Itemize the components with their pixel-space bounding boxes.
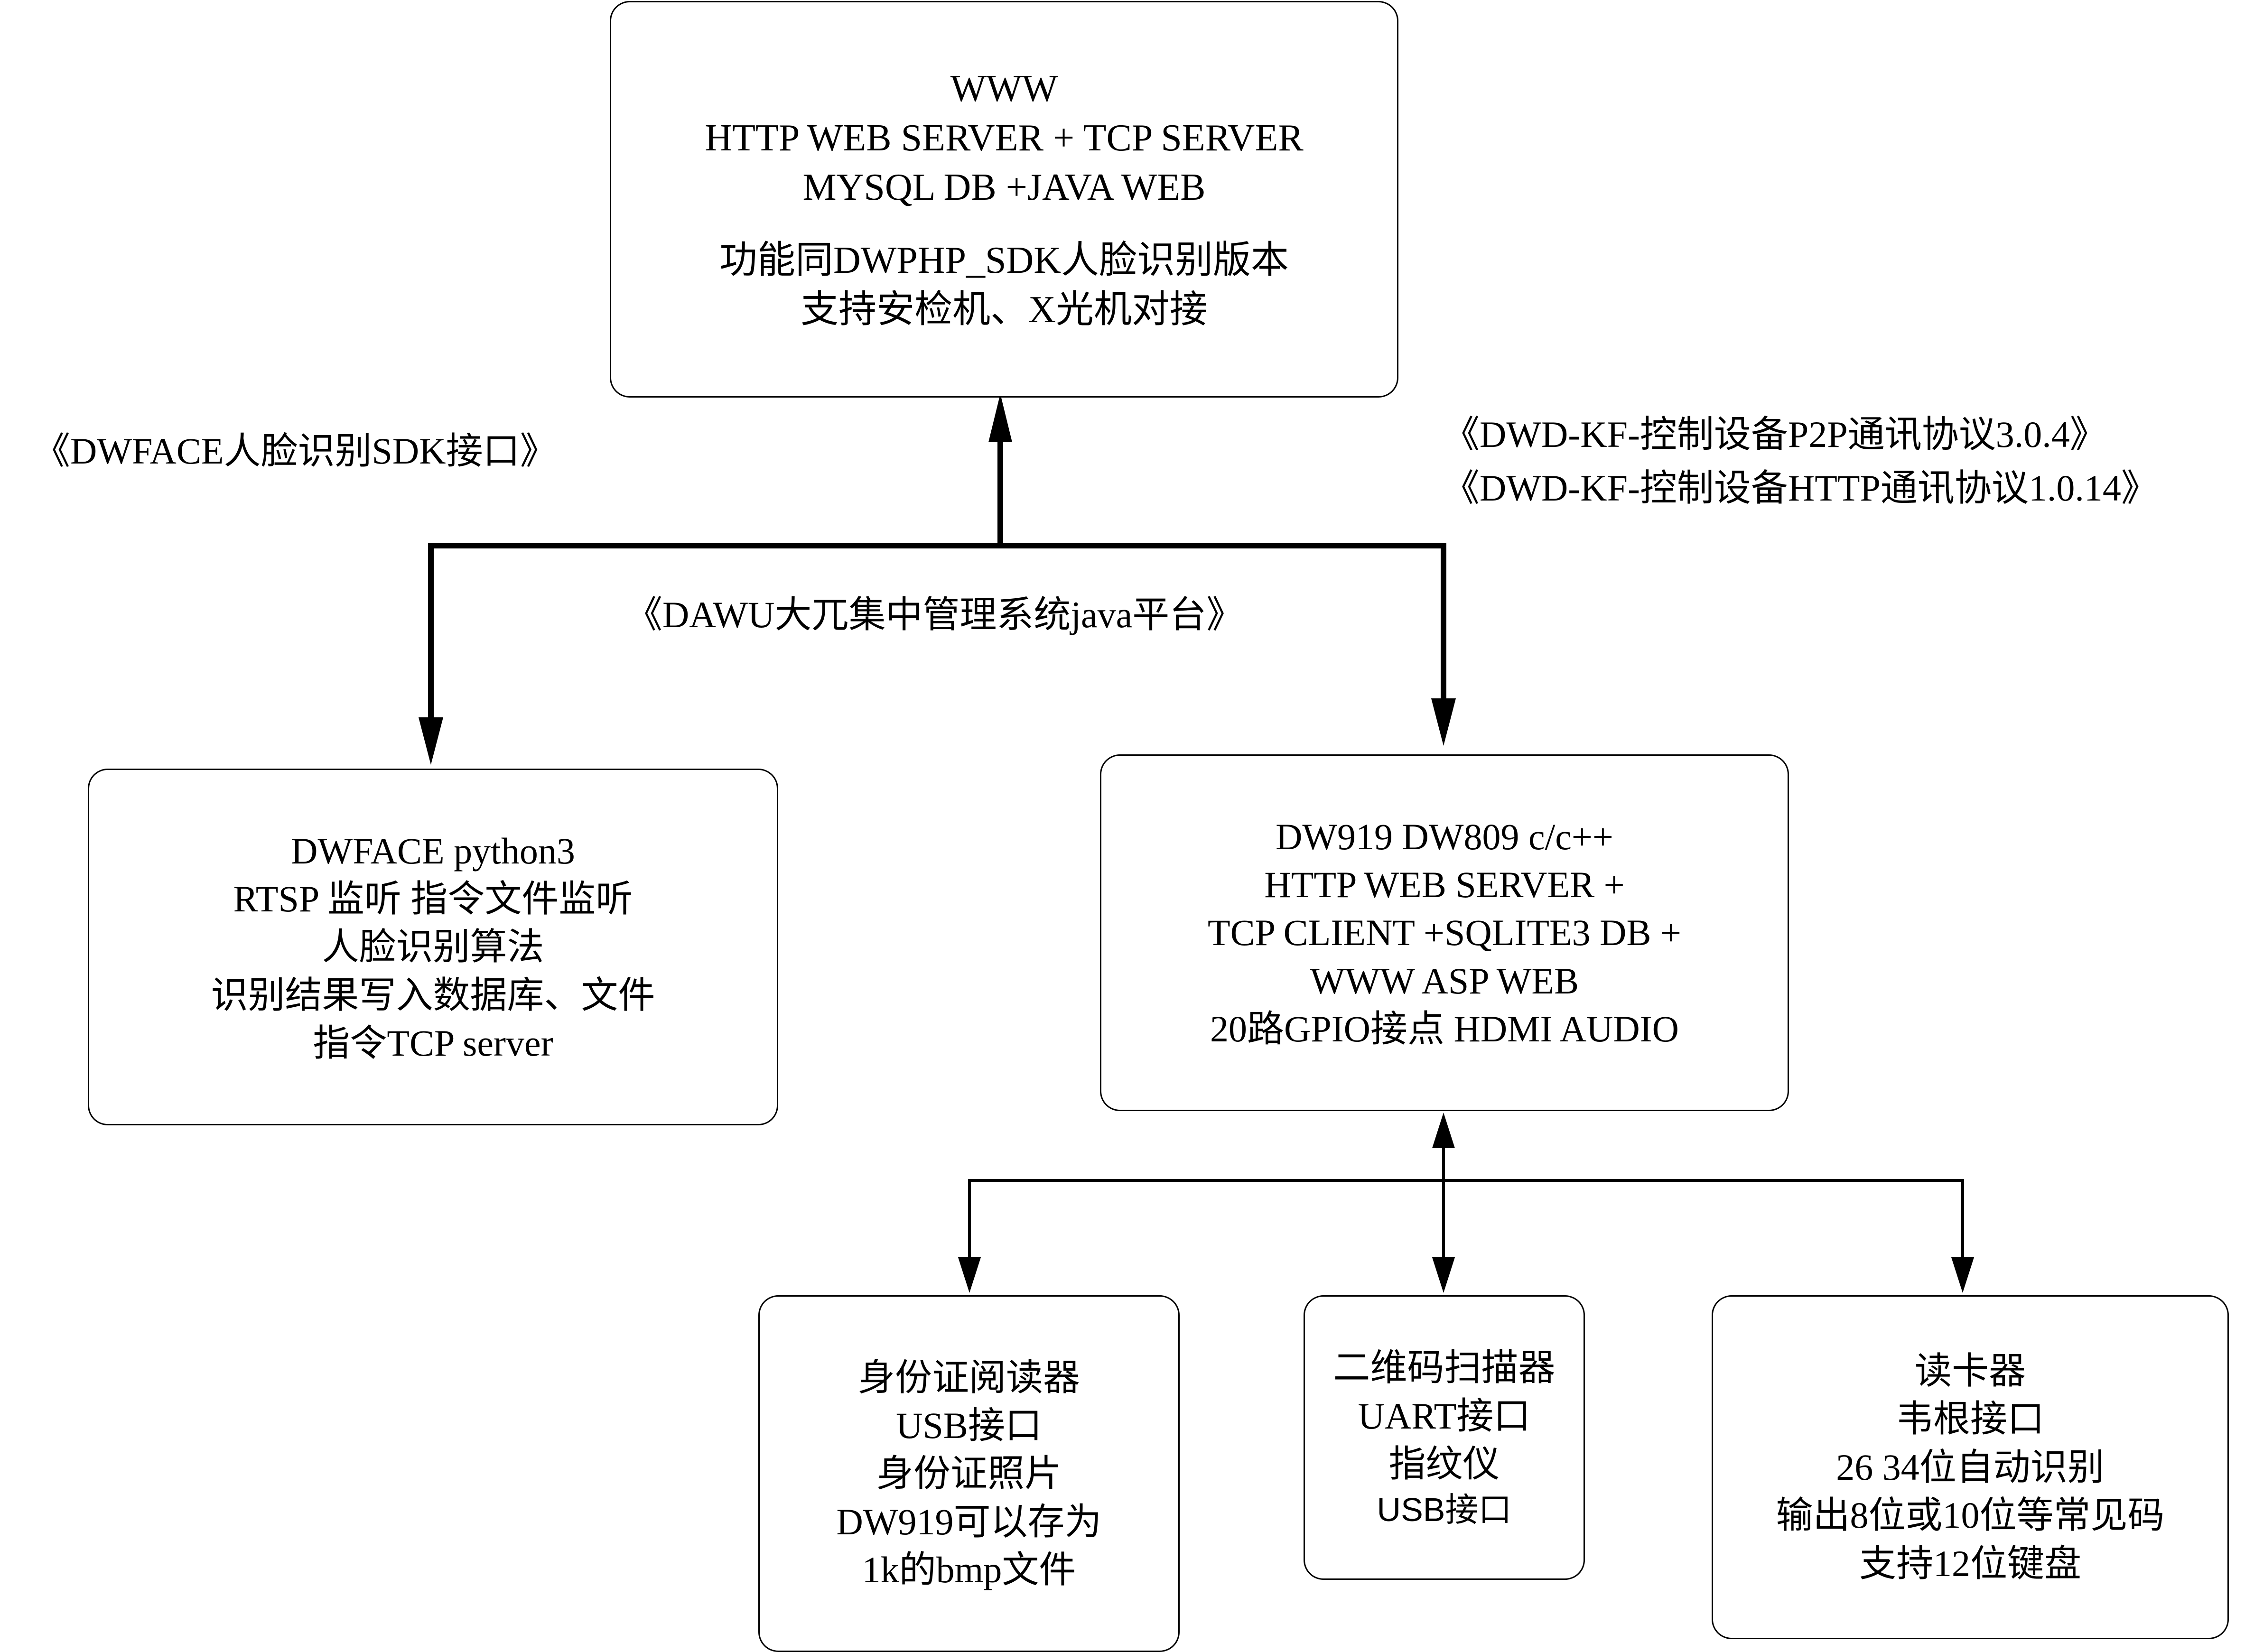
sdk-interface-label: 《DWFACE人脸识别SDK接口》 <box>33 430 557 472</box>
face-line-3: 人脸识别算法 <box>322 926 544 968</box>
card-line-5: 支持12位键盘 <box>1859 1542 2081 1584</box>
device-line-4: WWW ASP WEB <box>1310 960 1579 1002</box>
card-line-2: 韦根接口 <box>1896 1398 2044 1440</box>
qr-line-1: 二维码扫描器 <box>1333 1347 1556 1389</box>
arrow-down-qr-box <box>1432 1257 1455 1293</box>
device-line-2: HTTP WEB SERVER + <box>1264 863 1625 905</box>
web-server-line-1: WWW <box>950 68 1058 110</box>
platform-label: 《DAWU大兀集中管理系统java平台》 <box>625 594 1244 635</box>
id-line-3: 身份证照片 <box>876 1453 1062 1494</box>
face-line-1: DWFACE python3 <box>291 830 575 872</box>
http-protocol-label: 《DWD-KF-控制设备HTTP通讯协议1.0.14》 <box>1443 467 2158 509</box>
arrow-down-card-box <box>1951 1257 1974 1293</box>
card-line-4: 输出8位或10位等常见码 <box>1776 1494 2165 1536</box>
arrow-down-face-box <box>419 717 443 765</box>
arrow-up-top-box <box>988 394 1012 442</box>
card-line-1: 读卡器 <box>1914 1350 2026 1392</box>
face-line-5: 指令TCP server <box>313 1022 553 1064</box>
web-server-line-2: HTTP WEB SERVER + TCP SERVER <box>705 117 1304 159</box>
arrow-up-device-box <box>1432 1113 1455 1148</box>
device-line-1: DW919 DW809 c/c++ <box>1276 816 1613 857</box>
web-server-line-4: 功能同DWPHP_SDK人脸识别版本 <box>719 240 1289 281</box>
id-line-2: USB接口 <box>896 1404 1042 1446</box>
arrow-down-id-box <box>958 1257 981 1293</box>
card-line-3: 26 34位自动识别 <box>1836 1446 2105 1488</box>
card-reader-box: 读卡器 韦根接口 26 34位自动识别 输出8位或10位等常见码 支持12位键盘 <box>1712 1295 2229 1639</box>
id-card-reader-box: 身份证阅读器 USB接口 身份证照片 DW919可以存为 1k的bmp文件 <box>758 1295 1180 1652</box>
web-server-line-5: 支持安检机、X光机对接 <box>801 289 1208 331</box>
face-line-4: 识别结果写入数据库、文件 <box>211 974 655 1016</box>
qr-scanner-box: 二维码扫描器 UART接口 指纹仪 USB接口 <box>1304 1295 1585 1580</box>
id-line-1: 身份证阅读器 <box>857 1356 1080 1398</box>
qr-line-2: UART接口 <box>1358 1395 1531 1437</box>
face-line-2: RTSP 监听 指令文件监听 <box>233 878 633 919</box>
web-server-line-3: MYSQL DB +JAVA WEB <box>802 167 1206 208</box>
id-line-5: 1k的bmp文件 <box>862 1549 1076 1591</box>
device-controller-box: DW919 DW809 c/c++ HTTP WEB SERVER + TCP … <box>1100 754 1789 1111</box>
qr-line-3: 指纹仪 <box>1388 1443 1500 1485</box>
qr-line-4: USB接口 <box>1377 1491 1512 1528</box>
web-server-box: WWW HTTP WEB SERVER + TCP SERVER MYSQL D… <box>610 1 1398 398</box>
p2p-protocol-label: 《DWD-KF-控制设备P2P通讯协议3.0.4》 <box>1443 414 2107 455</box>
face-recognition-box: DWFACE python3 RTSP 监听 指令文件监听 人脸识别算法 识别结… <box>88 769 778 1125</box>
device-line-5: 20路GPIO接点 HDMI AUDIO <box>1210 1008 1679 1050</box>
id-line-4: DW919可以存为 <box>836 1501 1102 1542</box>
device-line-3: TCP CLIENT +SQLITE3 DB + <box>1208 912 1681 954</box>
arrow-down-device-box <box>1431 698 1456 746</box>
